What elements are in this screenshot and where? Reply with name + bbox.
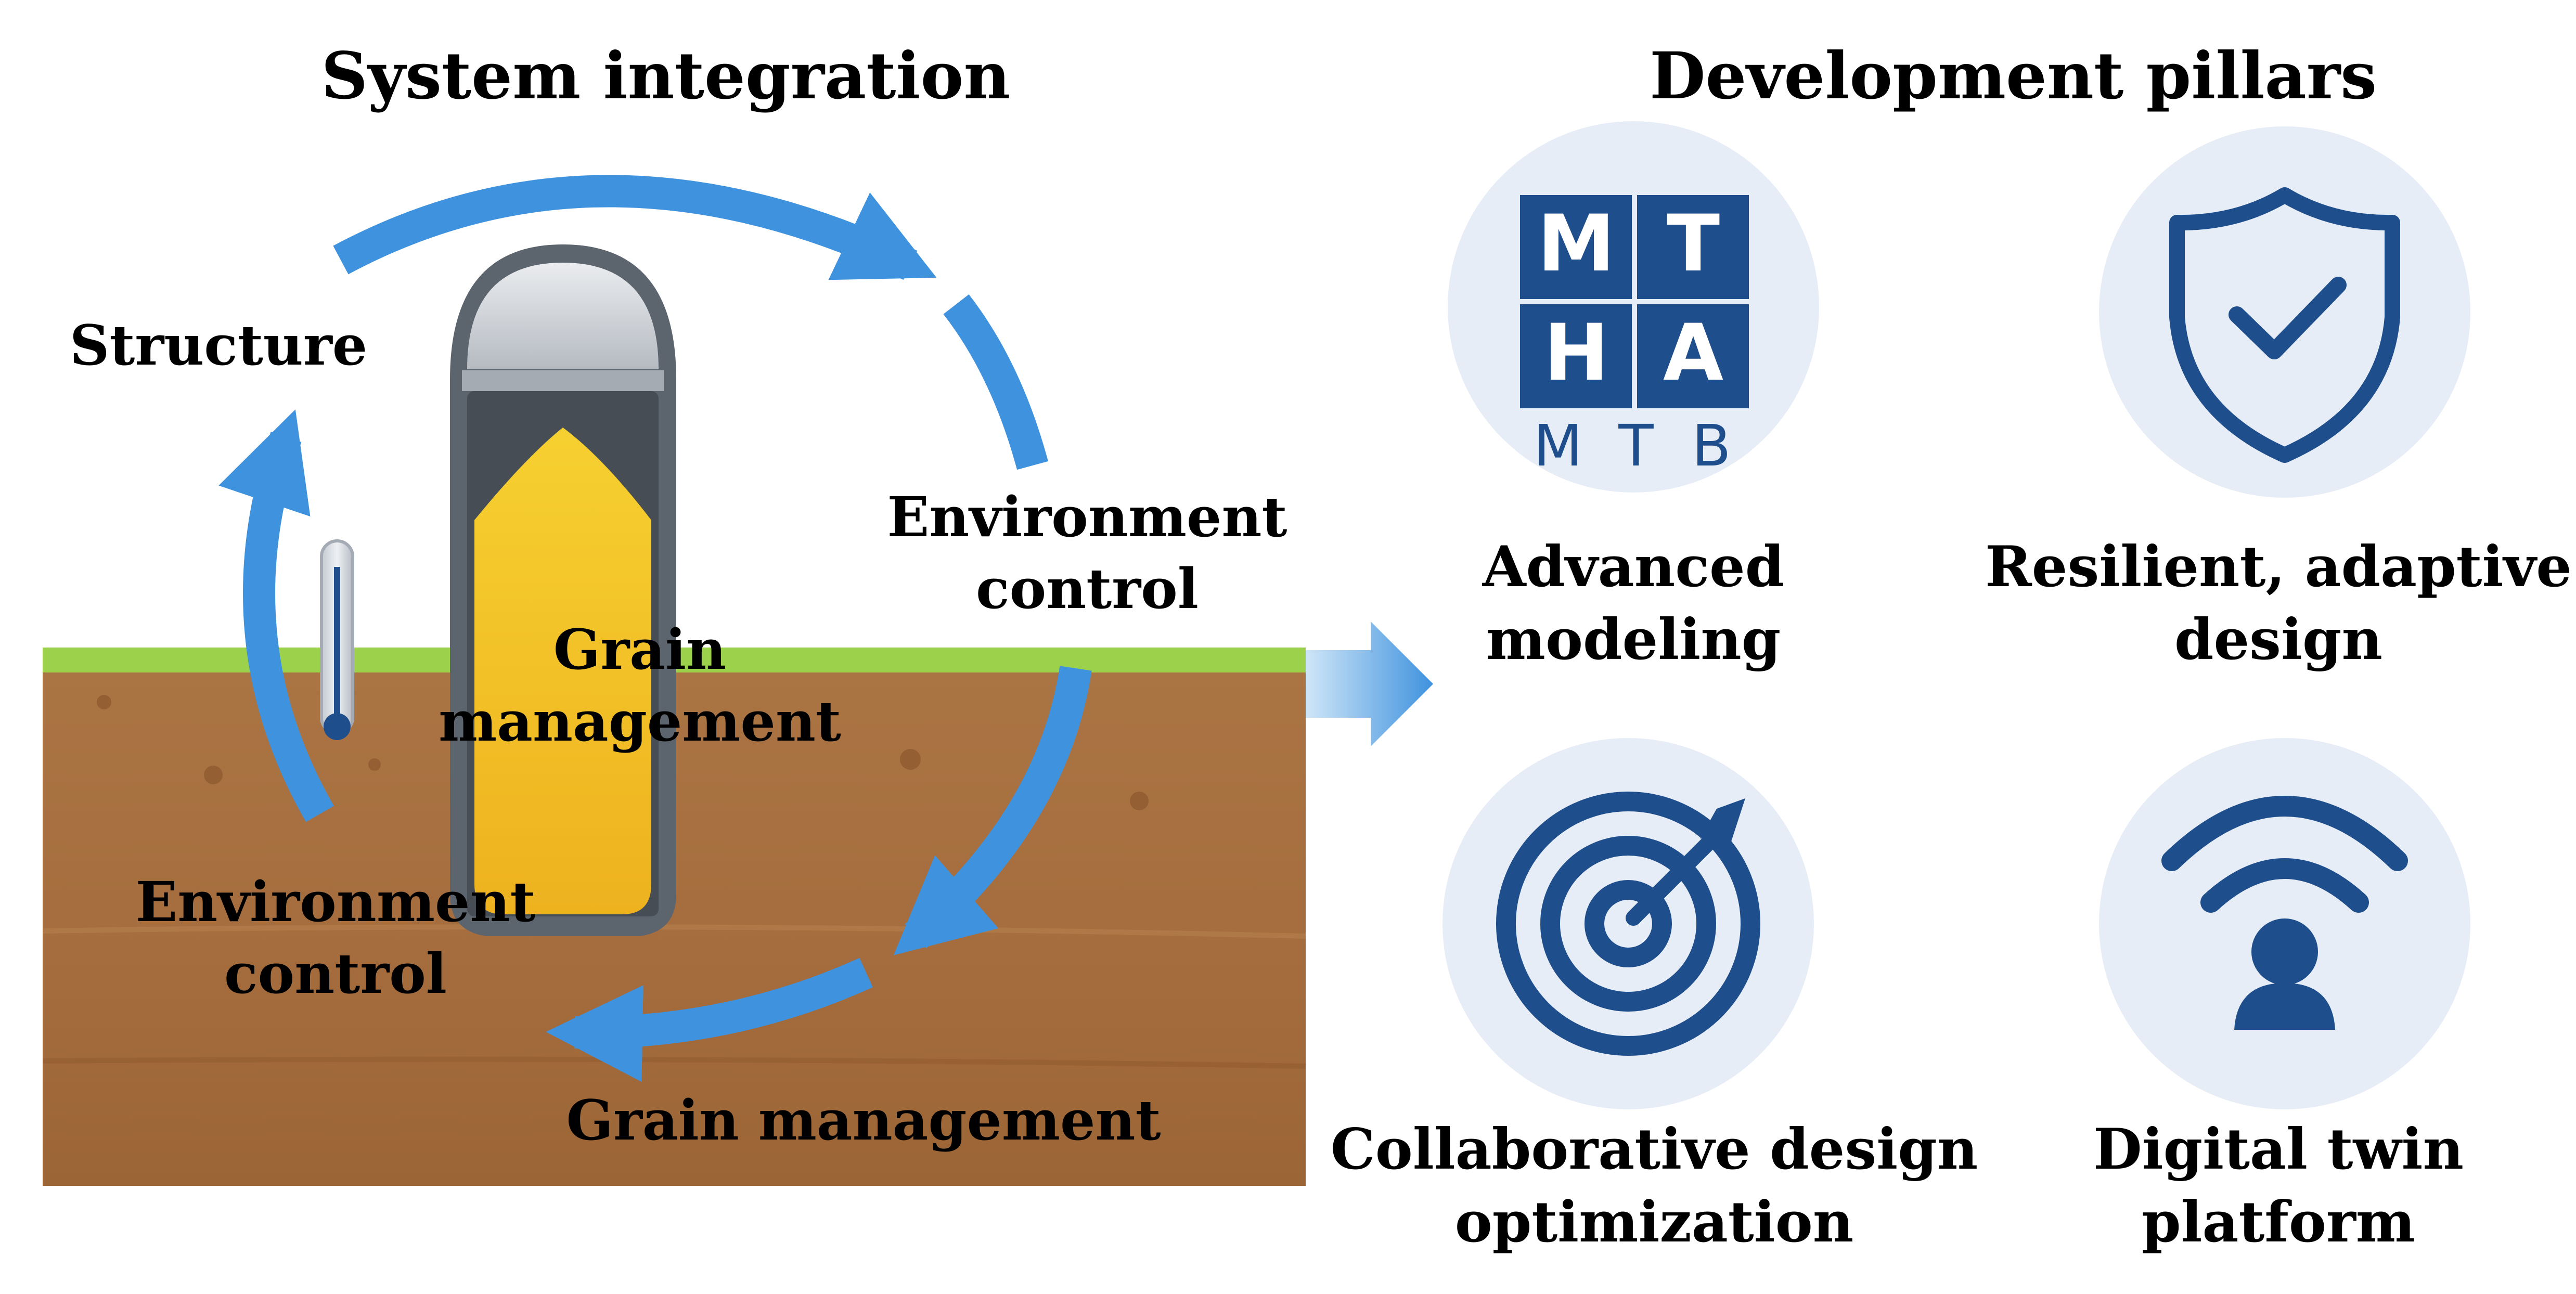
environment-control-label-line: Environment	[887, 484, 1287, 549]
logo-cell: M	[1537, 199, 1615, 289]
grain-fill	[474, 428, 651, 914]
pillar-label-collaborative-optimization: Collaborative design optimization	[1331, 1113, 1978, 1259]
soil-pebble	[900, 749, 921, 770]
pillar-label-line: platform	[2141, 1189, 2416, 1256]
target-arrow-icon	[1496, 792, 1760, 1056]
silo-dome	[467, 263, 659, 369]
thermometer-icon	[320, 539, 354, 740]
cycle-arrow-right	[893, 666, 1092, 955]
logo-cell: A	[1663, 308, 1723, 398]
pillar-label-line: Advanced	[1482, 534, 1785, 600]
mtha-mtb-logo-icon: M T H A M T B	[1520, 195, 1749, 479]
logo-cell: H	[1543, 308, 1609, 398]
environment-control-label-line: control	[975, 555, 1199, 621]
soil-layer-line	[42, 1056, 1306, 1069]
soil-pebble	[1130, 792, 1149, 810]
environment-control-label-line: Environment	[135, 869, 536, 934]
pillar-label-line: Digital twin	[2093, 1117, 2464, 1182]
integration-cycle-arrows	[218, 175, 1092, 1082]
pillar-circle-resilient-design	[2099, 126, 2470, 498]
environment-control-label-line: control	[224, 940, 447, 1006]
soil-pebble	[97, 695, 111, 709]
pillar-label-line: modeling	[1486, 607, 1781, 673]
system-integration-heading: System integration	[321, 38, 1011, 114]
pillar-label-line: optimization	[1454, 1189, 1854, 1256]
pillar-label-digital-twin: Digital twin platform	[2093, 1113, 2464, 1259]
cycle-arrow-upper-right	[943, 294, 1048, 470]
logo-cell: T	[1667, 199, 1720, 289]
grain-management-silo-label-line: management	[439, 688, 841, 754]
development-pillars-heading: Development pillars	[1649, 38, 2377, 114]
grain-silo	[450, 244, 676, 936]
cycle-arrow-bottom	[546, 957, 873, 1082]
signal-person-icon	[2161, 796, 2408, 1030]
cycle-arrow-left	[218, 409, 334, 822]
soil-pebble	[368, 758, 381, 771]
shield-check-icon	[2169, 187, 2400, 463]
pillar-label-line: design	[2174, 607, 2383, 673]
structure-label: Structure	[69, 313, 368, 378]
environment-control-label-left: Environment control	[136, 866, 536, 1010]
cycle-arrow-top	[333, 175, 937, 280]
logo-footer: T	[1618, 412, 1654, 479]
silo-rim	[462, 370, 664, 391]
logo-footer: M	[1534, 412, 1583, 479]
pillar-label-line: Collaborative design	[1330, 1117, 1978, 1182]
grain-management-bottom-label: Grain management	[566, 1088, 1161, 1153]
pillar-label-line: Resilient, adaptive	[1985, 534, 2572, 600]
soil-pebble	[204, 766, 223, 784]
soil-layer-line	[42, 924, 1306, 939]
pillar-label-resilient-design: Resilient, adaptive design	[1985, 530, 2572, 677]
grain-management-silo-label: Grain management	[439, 614, 841, 757]
flow-arrow-to-pillars	[1306, 622, 1433, 746]
logo-footer: B	[1692, 412, 1731, 479]
pillar-label-advanced-modeling: Advanced modeling	[1483, 530, 1785, 677]
environment-control-label-right: Environment control	[887, 481, 1287, 625]
grain-management-silo-label-line: Grain	[553, 617, 727, 682]
